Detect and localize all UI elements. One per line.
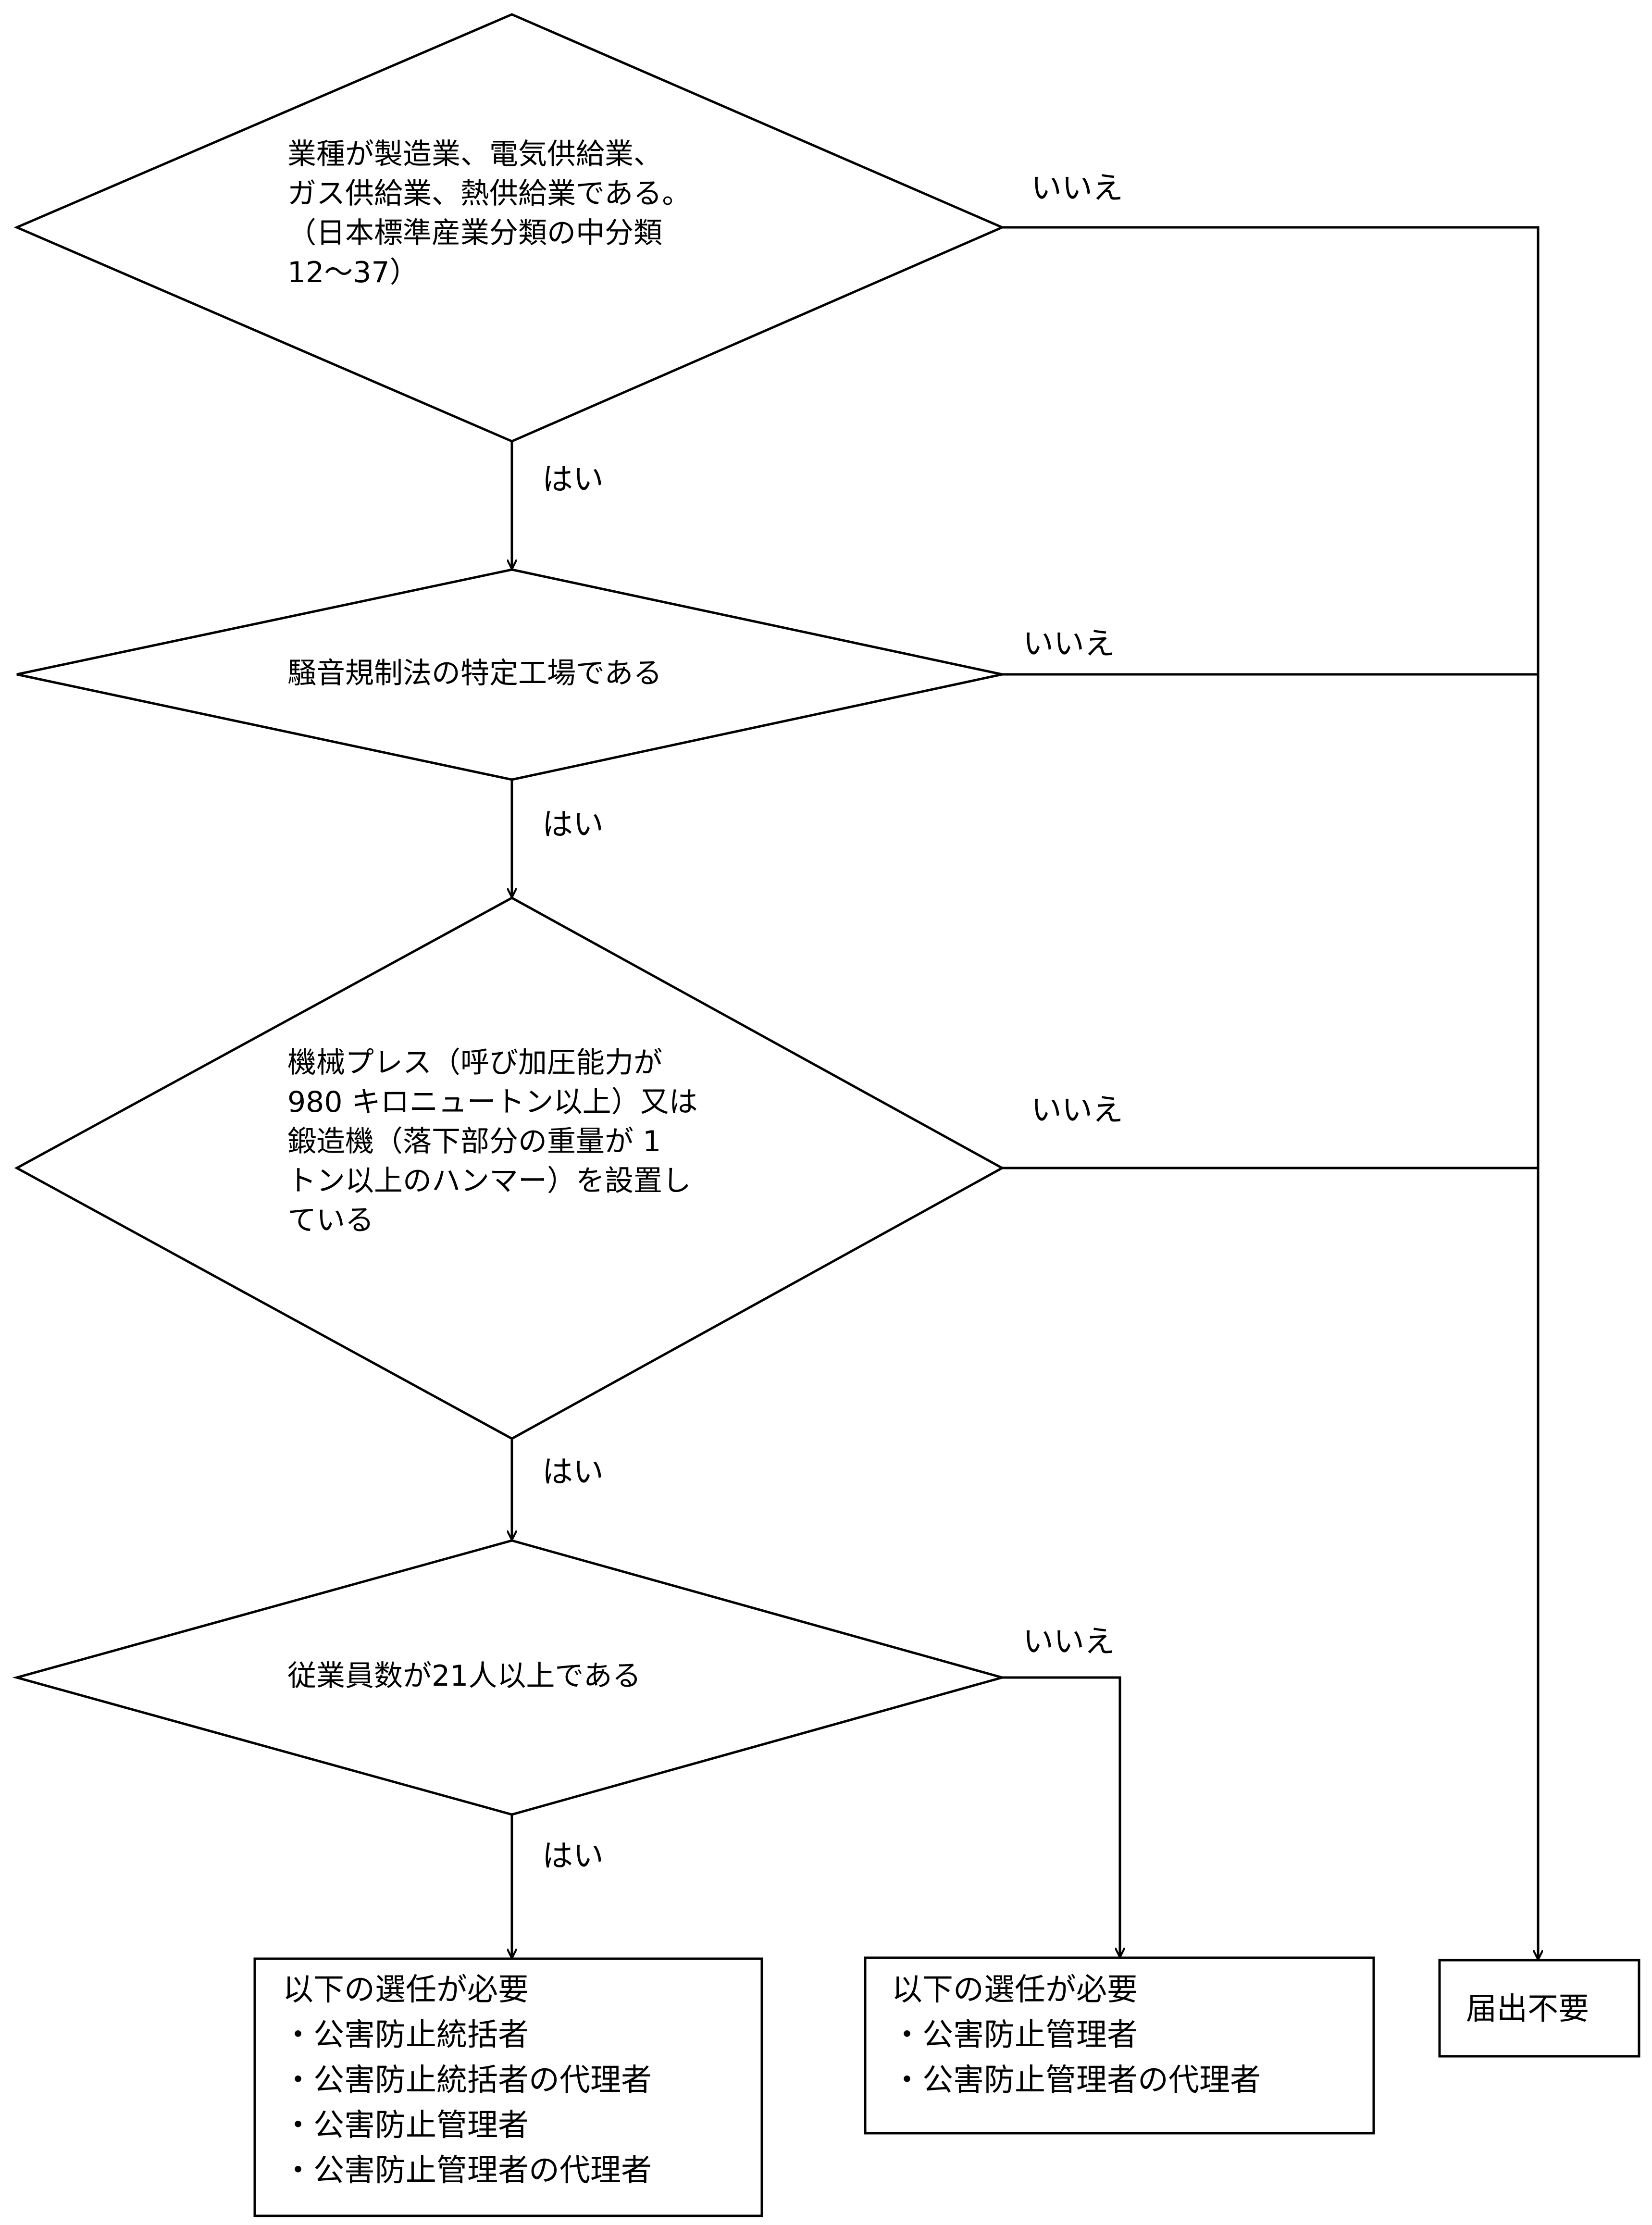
outcome-heading: 以下の選任が必要 [892,1972,1138,2008]
no-connector-4 [1002,1676,1120,1957]
decision-text-line: 業種が製造業、電気供給業、 [287,137,662,171]
no-label-1: いいえ [1031,171,1123,206]
outcome-text-middle: 以下の選任が必要 ・公害防止管理者 ・公害防止管理者の代理者 [892,1967,1261,2103]
decision-text-line: ている [287,1204,374,1237]
outcome-box-right [1438,1959,1640,2058]
outcome-item: ・公害防止管理者の代理者 [283,2153,652,2188]
decision-text-line: （日本標準産業分類の中分類 [287,216,662,250]
no-label-3: いいえ [1031,1093,1123,1128]
outcome-item: ・公害防止管理者 [283,2108,529,2143]
decision-text-line: 騒音規制法の特定工場である [287,657,662,690]
decision-text-noise-factory: 騒音規制法の特定工場である [287,654,662,693]
decision-text-press-forging: 機械プレス（呼び加圧能力が 980 キロニュートン以上）又は 鍛造機（落下部分の… [287,1043,698,1240]
outcome-heading: 以下の選任が必要 [283,1972,529,2008]
decision-text-line: 従業員数が21人以上である [287,1659,641,1693]
no-label-2: いいえ [1023,626,1115,662]
outcome-item: ・公害防止管理者の代理者 [892,2063,1261,2098]
decision-text-line: トン以上のハンマー）を設置し [287,1164,691,1198]
outcome-item: ・公害防止統括者の代理者 [283,2063,652,2098]
outcome-text-left: 以下の選任が必要 ・公害防止統括者 ・公害防止統括者の代理者 ・公害防止管理者 … [283,1967,652,2193]
decision-text-line: 980 キロニュートン以上）又は [287,1085,698,1119]
decision-text-industry: 業種が製造業、電気供給業、 ガス供給業、熱供給業である。 （日本標準産業分類の中… [287,135,691,292]
outcome-box-left [253,1957,763,2217]
outcome-box-middle [864,1956,1375,2135]
decision-text-line: 機械プレス（呼び加圧能力が [287,1046,662,1080]
decision-text-line: 鍛造機（落下部分の重量が 1 [287,1125,661,1158]
no-connector-1 [1002,226,1538,1959]
yes-label-2: はい [542,807,604,843]
yes-label-1: はい [542,462,604,497]
outcome-item: ・公害防止統括者 [283,2017,529,2053]
outcome-text-right: 届出不要 [1466,1987,1589,2032]
decision-text-line: 12〜37） [287,256,419,289]
outcome-item: ・公害防止管理者 [892,2017,1138,2053]
yes-label-3: はい [542,1454,604,1490]
decision-text-line: ガス供給業、熱供給業である。 [287,177,691,211]
decision-text-employees: 従業員数が21人以上である [287,1656,641,1696]
outcome-heading: 届出不要 [1466,1991,1589,2027]
yes-label-4: はい [542,1839,604,1874]
no-label-4: いいえ [1023,1624,1115,1660]
